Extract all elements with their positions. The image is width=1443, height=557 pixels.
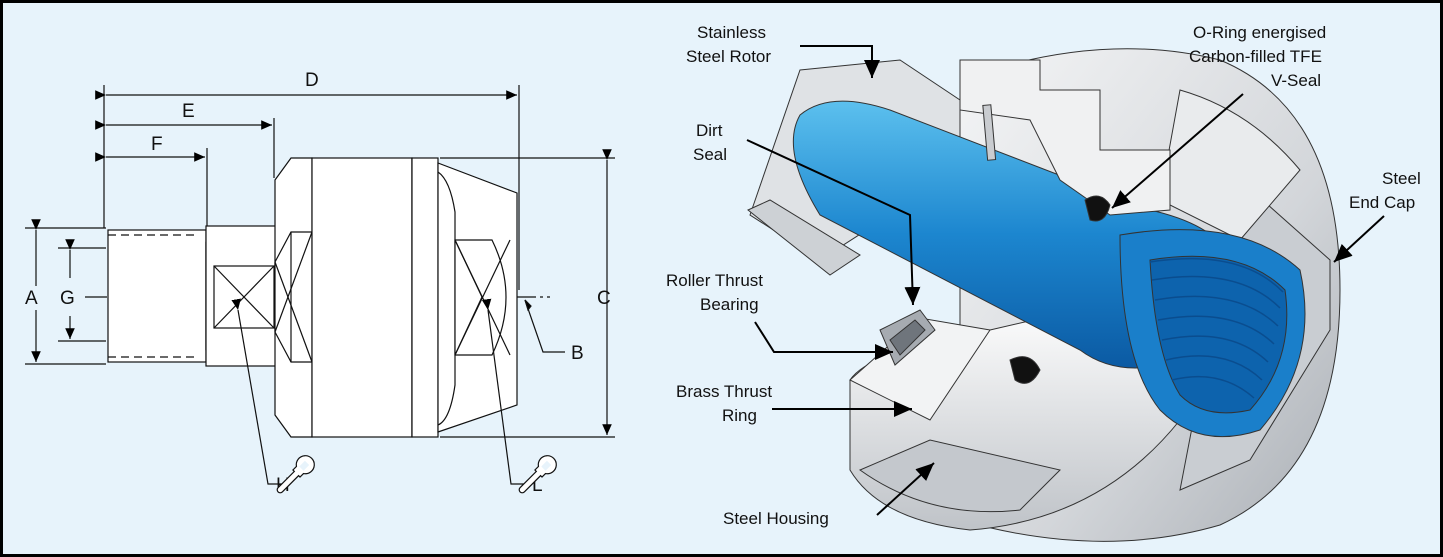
cutaway-illustration: [747, 48, 1341, 542]
dim-label-d: D: [305, 70, 319, 91]
callout-oring-line2: Carbon-filled TFE: [1189, 47, 1322, 66]
callout-dirt-line2: Seal: [693, 145, 727, 164]
callout-leaders: [746, 45, 1385, 516]
dim-label-l: L: [532, 475, 543, 496]
callout-brass-line1: Brass Thrust: [676, 382, 772, 401]
dimension-drawing: [25, 85, 615, 485]
callout-endcap-line2: End Cap: [1349, 193, 1415, 212]
dim-label-e: E: [182, 101, 195, 122]
callout-dirt-line1: Dirt: [696, 121, 723, 140]
callout-brass-line2: Ring: [722, 406, 757, 425]
callout-rotor-line2: Steel Rotor: [686, 47, 771, 66]
dim-label-g: G: [60, 288, 75, 309]
callout-roller-line2: Bearing: [700, 295, 759, 314]
dim-label-a: A: [25, 288, 38, 309]
dim-label-f: F: [151, 134, 163, 155]
callout-oring-line3: V-Seal: [1271, 71, 1321, 90]
callout-rotor-line1: Stainless: [697, 23, 766, 42]
callout-oring-line1: O-Ring energised: [1193, 23, 1326, 42]
wrench-icon: [276, 455, 315, 494]
dim-label-b: B: [571, 343, 584, 364]
callout-roller-line1: Roller Thrust: [666, 271, 763, 290]
callout-housing: Steel Housing: [723, 509, 829, 528]
wrench-icon: [518, 455, 557, 494]
dim-label-c: C: [597, 288, 611, 309]
callout-endcap-line1: Steel: [1382, 169, 1421, 188]
